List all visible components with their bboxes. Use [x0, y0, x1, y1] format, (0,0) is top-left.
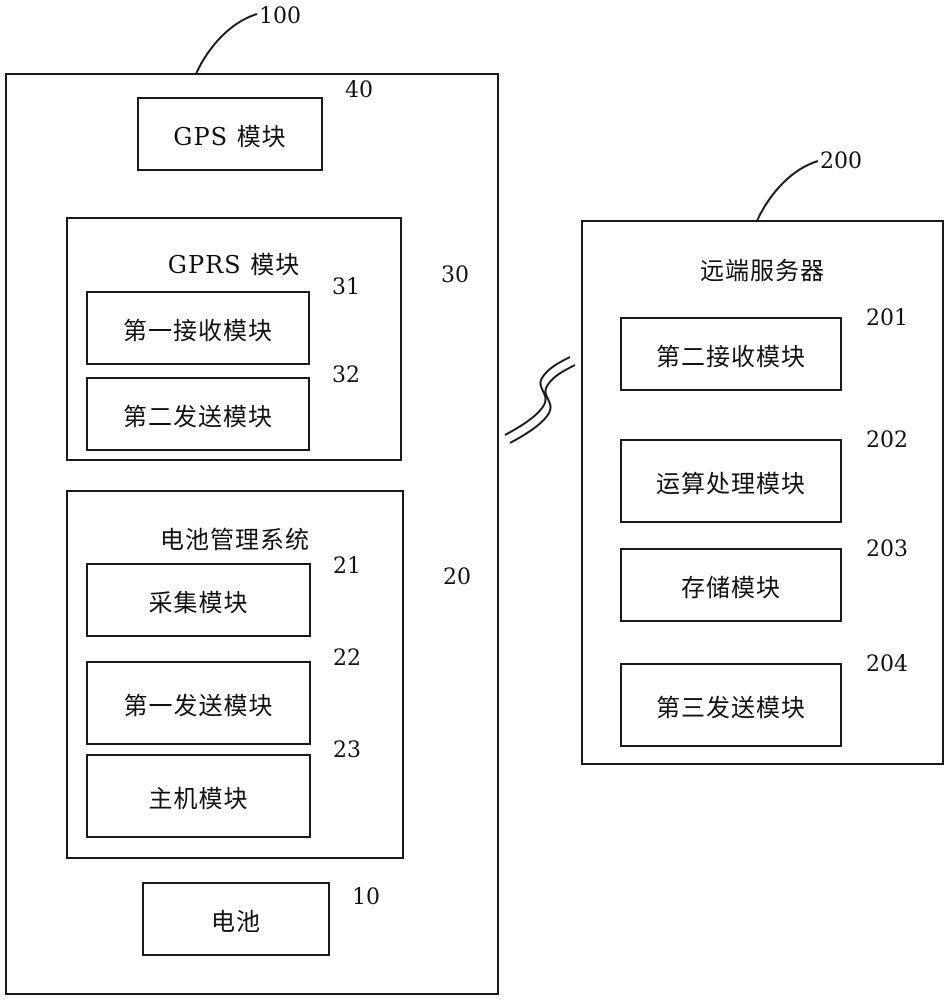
battery-module: 电池 — [142, 882, 330, 956]
second-send-module-ref: 32 — [332, 365, 360, 387]
first-receive-module: 第一接收模块 — [86, 291, 310, 365]
gprs-group-ref: 30 — [441, 265, 469, 287]
leader-200 — [757, 161, 818, 221]
host-module-ref: 23 — [333, 740, 361, 762]
first-send-module: 第一发送模块 — [86, 661, 311, 745]
second-receive-module-ref: 201 — [866, 308, 908, 330]
storage-module-ref: 203 — [866, 539, 908, 561]
device-ref: 100 — [259, 6, 301, 28]
server-title: 远端服务器 — [583, 251, 942, 286]
first-send-module-ref: 22 — [333, 648, 361, 670]
first-receive-module-ref: 31 — [332, 277, 360, 299]
collect-module-ref: 21 — [333, 556, 361, 578]
gps-module: GPS 模块 — [137, 97, 323, 171]
third-send-module-ref: 204 — [866, 654, 908, 676]
second-receive-module: 第二接收模块 — [620, 317, 842, 391]
wireless-link-symbol — [510, 365, 575, 443]
wireless-link-symbol — [505, 357, 570, 435]
compute-module: 运算处理模块 — [620, 439, 842, 523]
battery-module-ref: 10 — [352, 887, 380, 909]
server-ref: 200 — [820, 151, 862, 173]
bms-group-title: 电池管理系统 — [68, 520, 402, 555]
compute-module-ref: 202 — [866, 430, 908, 452]
third-send-module: 第三发送模块 — [620, 663, 842, 747]
gps-module-ref: 40 — [345, 80, 373, 102]
collect-module: 采集模块 — [86, 563, 311, 637]
storage-module: 存储模块 — [620, 548, 842, 622]
bms-group-ref: 20 — [443, 567, 471, 589]
host-module: 主机模块 — [86, 754, 311, 838]
second-send-module: 第二发送模块 — [86, 377, 310, 451]
leader-100 — [196, 14, 257, 74]
